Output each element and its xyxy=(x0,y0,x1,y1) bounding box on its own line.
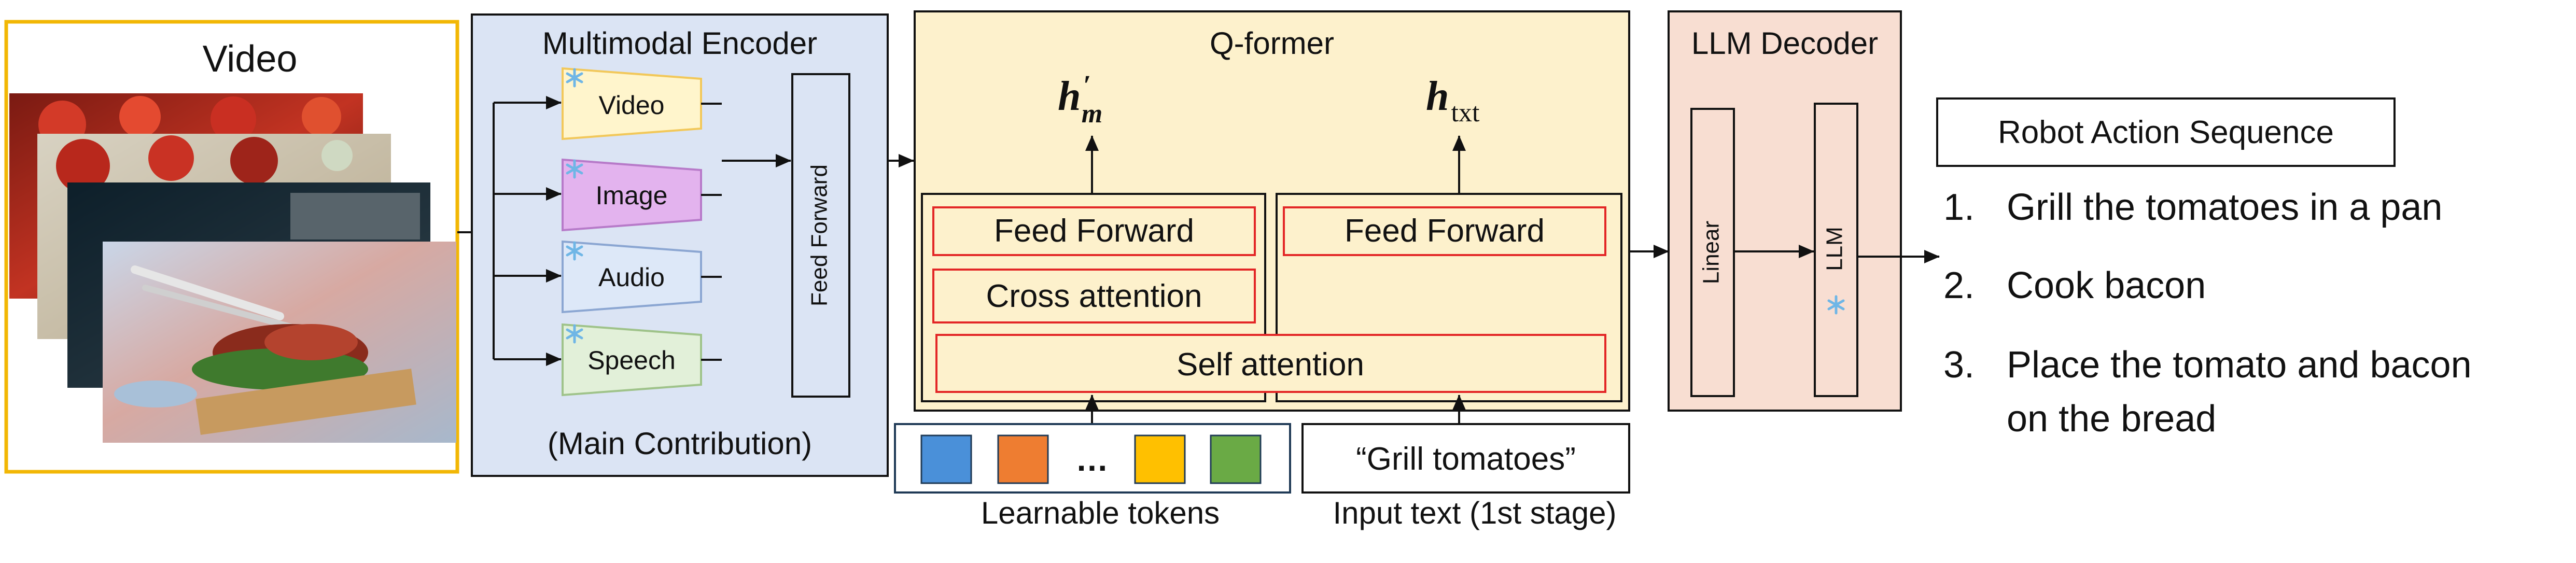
token-yellow xyxy=(1134,434,1186,484)
video-modality: Video xyxy=(562,67,702,140)
video-panel: Video xyxy=(4,20,459,474)
encoder-caption: (Main Contribution) xyxy=(548,426,812,461)
llm-decoder: LLM Decoder Linear LLM xyxy=(1668,10,1902,412)
step-2-text: Cook bacon xyxy=(2007,265,2206,306)
qformer-right-tower xyxy=(1276,193,1622,402)
encoder-feed-forward: Feed Forward xyxy=(791,73,850,398)
self-attention: Self attention xyxy=(935,334,1606,393)
step-3-text: Place the tomato and bacon xyxy=(2007,344,2472,386)
video-title: Video xyxy=(203,38,298,80)
video-modality-label: Video xyxy=(599,91,665,120)
step-1-text: Grill the tomatoes in a pan xyxy=(2007,187,2442,228)
image-modality: Image xyxy=(562,158,702,232)
audio-modality-label: Audio xyxy=(598,263,665,292)
input-text-box xyxy=(1301,423,1630,494)
step-1-number: 1. xyxy=(1943,187,1975,228)
input-text-label: Input text (1st stage) xyxy=(1333,496,1617,530)
multimodal-encoder: Multimodal Encoder Video Image Audio Spe… xyxy=(471,13,889,477)
cross-attention-label: Cross attention xyxy=(986,278,1202,314)
llm-label: LLM xyxy=(1822,227,1847,271)
svg-text:htxt: htxt xyxy=(1426,74,1480,128)
linear-label: Linear xyxy=(1699,221,1724,284)
qformer-output-right: htxt xyxy=(1426,74,1480,128)
step-2-number: 2. xyxy=(1943,265,1975,306)
svg-text:h′m: h′m xyxy=(1058,69,1102,129)
speech-modality: Speech xyxy=(562,323,702,397)
llm-block: LLM xyxy=(1814,103,1858,397)
feed-forward-left: Feed Forward xyxy=(932,206,1256,256)
decoder-title: LLM Decoder xyxy=(1691,26,1878,61)
cross-attention: Cross attention xyxy=(932,269,1256,323)
feed-forward-right: Feed Forward xyxy=(1283,206,1606,256)
token-orange xyxy=(997,434,1049,484)
token-blue xyxy=(920,434,972,484)
encoder-ff-label: Feed Forward xyxy=(807,164,832,306)
qformer: Q-former h′m htxt Feed Forward Cross att… xyxy=(914,10,1630,424)
step-3-text-cont: on the bread xyxy=(2007,398,2216,440)
feed-forward-left-label: Feed Forward xyxy=(994,213,1194,249)
token-ellipsis: … xyxy=(1075,441,1109,478)
speech-modality-label: Speech xyxy=(587,346,676,375)
robot-action-sequence: Robot Action Sequence 1. Grill the tomat… xyxy=(1936,97,2472,440)
feed-forward-right-label: Feed Forward xyxy=(1345,213,1545,249)
input-text-value: “Grill tomatoes” xyxy=(1356,441,1576,477)
output-title: Robot Action Sequence xyxy=(1998,115,2334,150)
image-modality-label: Image xyxy=(596,181,668,210)
token-green xyxy=(1210,434,1262,484)
self-attention-label: Self attention xyxy=(1177,347,1364,383)
tokens-label: Learnable tokens xyxy=(981,496,1220,530)
step-3-number: 3. xyxy=(1943,344,1975,386)
learnable-tokens: … Learnable tokens xyxy=(894,423,1291,530)
audio-modality: Audio xyxy=(562,240,702,314)
input-text: “Grill tomatoes” Input text (1st stage) xyxy=(1301,423,1630,530)
qformer-title: Q-former xyxy=(1210,26,1334,61)
encoder-title: Multimodal Encoder xyxy=(542,26,817,61)
linear-layer: Linear xyxy=(1690,108,1735,397)
output-title-box xyxy=(1936,97,2396,167)
video-frame-4 xyxy=(103,242,456,443)
qformer-output-left: h′m xyxy=(1058,69,1102,129)
